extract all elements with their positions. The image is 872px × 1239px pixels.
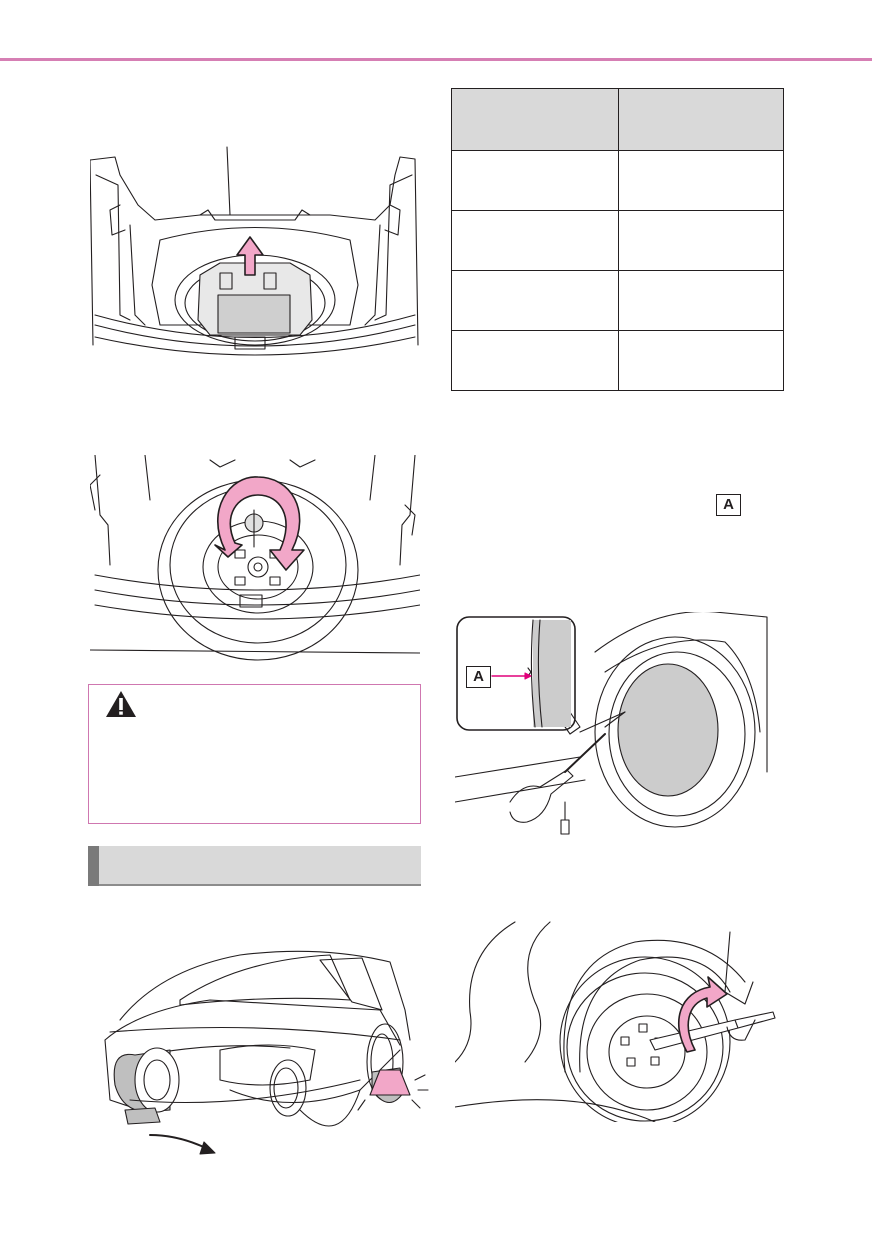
table-cell <box>618 210 784 271</box>
table-cell <box>451 210 619 271</box>
illustration-loosen-fastener <box>90 455 420 661</box>
table-header-cell <box>451 88 619 151</box>
section-heading-bar <box>88 846 421 886</box>
callout-label-a-inline: A <box>716 494 741 516</box>
table-row <box>451 150 784 211</box>
warning-triangle-icon <box>106 691 136 717</box>
table-header-row <box>451 88 784 151</box>
illustration-loosen-wheel-nuts <box>455 921 776 1122</box>
table-row <box>451 270 784 331</box>
caution-box <box>88 684 421 824</box>
table-cell <box>451 270 619 331</box>
table-cell <box>618 150 784 211</box>
table-header-cell <box>618 88 784 151</box>
table-cell <box>451 330 619 391</box>
header-accent-rule <box>0 58 872 61</box>
table-cell <box>451 150 619 211</box>
table-row <box>451 210 784 271</box>
callout-label-a-diagram: A <box>466 666 491 688</box>
section-heading-accent <box>88 846 99 886</box>
illustration-chock-wheel <box>104 950 429 1155</box>
spare-tire-spec-table <box>451 88 784 391</box>
table-row <box>451 330 784 391</box>
illustration-check-wear-indicator <box>455 612 768 835</box>
illustration-remove-tire-cover <box>90 146 419 356</box>
table-cell <box>618 330 784 391</box>
table-cell <box>618 270 784 331</box>
